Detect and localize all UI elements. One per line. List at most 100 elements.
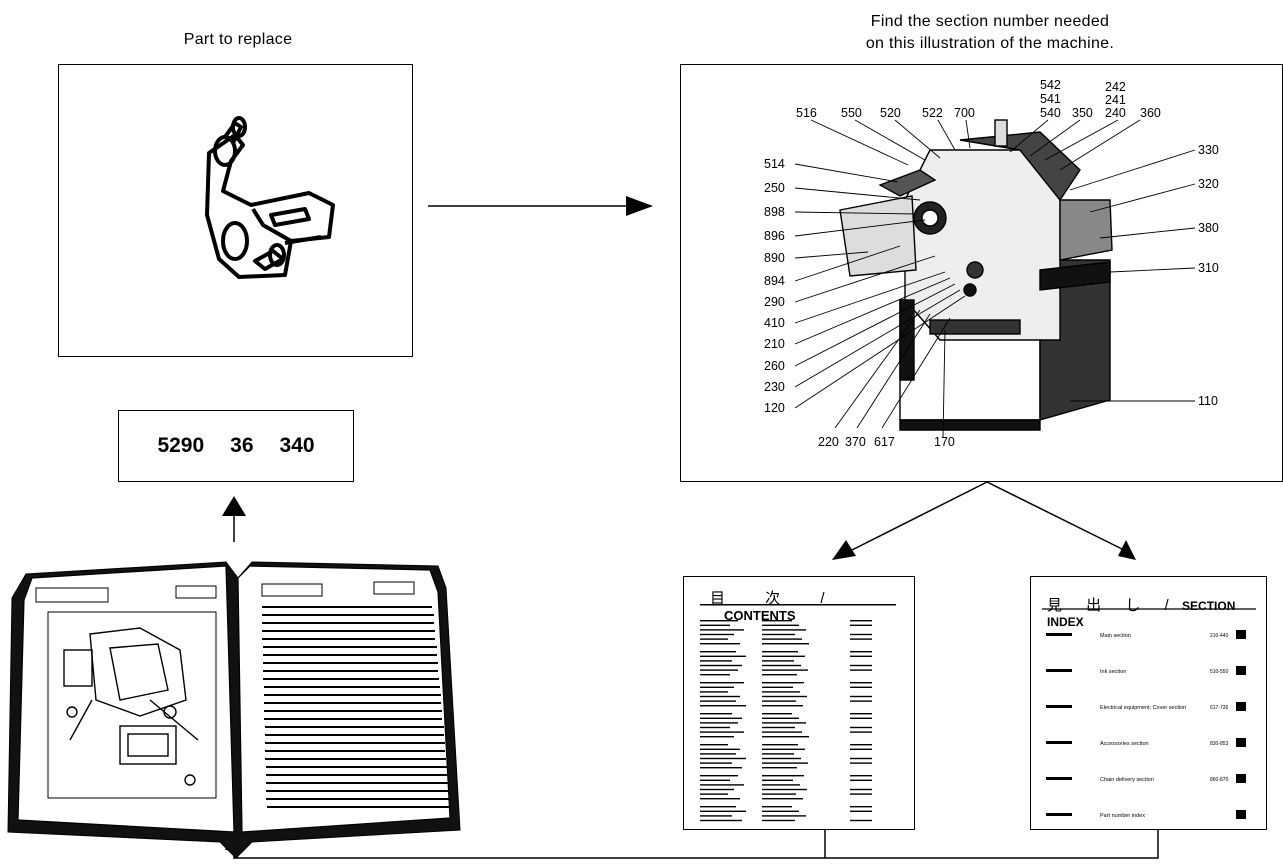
- contents-line: [762, 700, 796, 702]
- index-row-jp-label: [1046, 741, 1072, 744]
- contents-line: [850, 620, 872, 622]
- contents-line: [700, 819, 742, 822]
- contents-line: [850, 624, 872, 626]
- contents-line: [850, 713, 872, 715]
- contents-line: [850, 775, 872, 777]
- contents-line: [762, 686, 793, 688]
- callout-label: 241: [1105, 93, 1126, 107]
- contents-line: [762, 691, 800, 693]
- contents-line: [700, 669, 738, 671]
- open-book: [7, 561, 461, 859]
- callout-label: 110: [1198, 394, 1218, 408]
- callout-label: 522: [922, 106, 943, 120]
- contents-line: [700, 762, 732, 764]
- contents-line: [850, 695, 872, 698]
- index-row-jp-label: [1046, 777, 1072, 780]
- contents-line: [762, 784, 800, 786]
- callout-label: 514: [764, 157, 785, 171]
- contents-line: [850, 726, 872, 729]
- find-section-caption-line1: Find the section number needed: [870, 13, 1110, 30]
- callout-label: 350: [1072, 106, 1093, 120]
- contents-line: [850, 686, 872, 688]
- callout-label: 310: [1198, 261, 1219, 275]
- contents-line: [700, 705, 746, 707]
- arrows-machine-to-pages: [832, 481, 1136, 560]
- callout-label: 220: [818, 435, 839, 449]
- contents-line: [762, 798, 803, 800]
- contents-line: [762, 815, 806, 817]
- contents-line: [850, 717, 872, 719]
- contents-line: [762, 748, 805, 750]
- callout-label: 541: [1040, 92, 1061, 106]
- contents-line: [762, 753, 794, 755]
- contents-line: [762, 767, 797, 769]
- callout-label: 242: [1105, 80, 1126, 94]
- contents-line: [762, 736, 809, 738]
- index-row-label: Ink section: [1100, 669, 1126, 675]
- callout-label: 896: [764, 229, 785, 243]
- callout-label: 540: [1040, 106, 1061, 120]
- part-to-replace-caption: Part to replace: [183, 31, 293, 48]
- contents-line: [700, 664, 742, 667]
- callout-label: 370: [845, 435, 866, 449]
- index-row-range: 860-870: [1210, 777, 1229, 783]
- contents-line: [762, 726, 795, 729]
- index-row-jp-label: [1046, 669, 1072, 672]
- contents-line: [850, 651, 872, 653]
- contents-line: [762, 638, 802, 640]
- contents-line: [700, 748, 740, 750]
- contents-line: [700, 798, 740, 800]
- contents-line: [700, 775, 738, 777]
- index-thumb-tab: [1236, 774, 1246, 783]
- callout-label: 120: [764, 401, 785, 415]
- contents-line: [700, 736, 734, 738]
- contents-line: [762, 775, 804, 777]
- contents-line: [700, 620, 738, 622]
- arrow-book-to-partnumber: [222, 496, 246, 542]
- contents-line: [700, 793, 728, 795]
- contents-line: [700, 624, 730, 626]
- contents-line: [850, 682, 872, 684]
- contents-line: [700, 731, 744, 733]
- contents-line: [700, 660, 732, 662]
- callout-label: 700: [954, 106, 975, 120]
- contents-line: [700, 629, 744, 631]
- callout-label: 894: [764, 274, 785, 288]
- callout-label: 898: [764, 205, 785, 219]
- contents-line: [700, 726, 730, 729]
- contents-line: [850, 762, 872, 764]
- contents-line: [850, 731, 872, 733]
- contents-line: [700, 757, 746, 760]
- contents-line: [850, 655, 872, 657]
- callout-label: 890: [764, 251, 785, 265]
- contents-line: [700, 815, 732, 817]
- contents-line: [850, 793, 872, 795]
- index-row-label: Accessories section: [1100, 741, 1149, 747]
- contents-line: [850, 700, 872, 702]
- index-row-label: Electrical equipment; Cover section: [1100, 705, 1186, 711]
- contents-line: [762, 722, 806, 724]
- contents-line: [700, 784, 744, 786]
- contents-line: [700, 638, 728, 640]
- contents-line: [700, 713, 732, 715]
- callout-label: 260: [764, 359, 785, 373]
- contents-line: [700, 674, 730, 676]
- bracket-part-drawing: [205, 116, 335, 279]
- contents-line: [762, 660, 794, 662]
- contents-title: 目 次 / CONTENTS: [710, 590, 843, 623]
- callout-label: 410: [764, 316, 785, 330]
- index-thumb-tab: [1236, 702, 1246, 711]
- contents-line: [762, 664, 801, 667]
- contents-line: [762, 624, 799, 626]
- contents-line: [850, 810, 872, 812]
- offset-press-machine: [839, 119, 1113, 431]
- contents-line: [850, 819, 872, 822]
- index-row-jp-label: [1046, 705, 1072, 708]
- contents-line: [762, 731, 802, 733]
- callout-label: 210: [764, 337, 785, 351]
- callout-label: 290: [764, 295, 785, 309]
- contents-line: [762, 633, 795, 636]
- contents-line: [762, 669, 808, 671]
- contents-line: [850, 744, 872, 746]
